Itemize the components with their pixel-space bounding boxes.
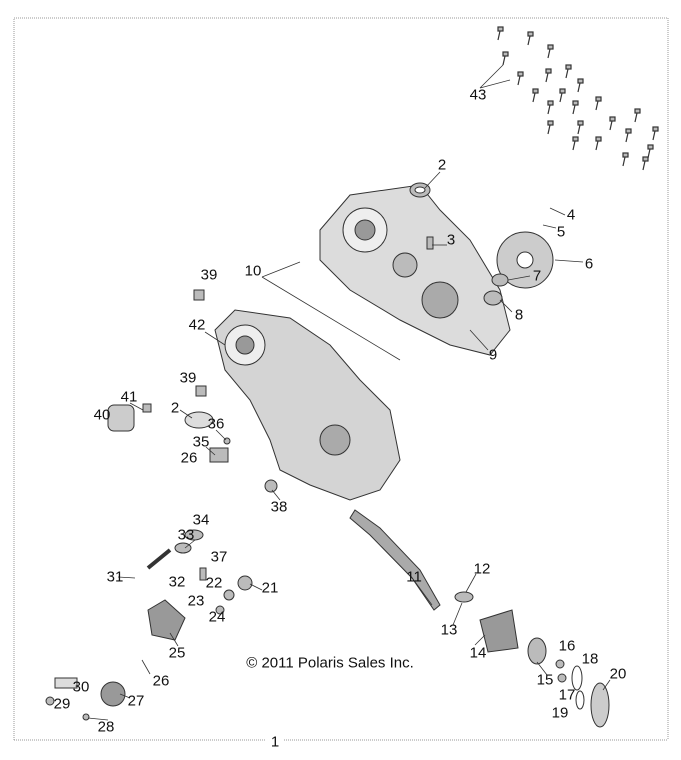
bolt-icon: [647, 144, 654, 159]
callout-14: 14: [469, 644, 487, 662]
parts: [45, 182, 610, 728]
callout-1: 1: [270, 733, 280, 751]
callout-23: 23: [187, 592, 205, 610]
callout-9: 9: [488, 346, 498, 364]
callout-2: 2: [437, 156, 447, 174]
callout-27: 27: [127, 692, 145, 710]
callout-35: 35: [192, 433, 210, 451]
left-crankcase: [214, 309, 401, 501]
bolt-icon: [532, 88, 539, 103]
callout-19: 19: [551, 704, 569, 722]
bolt-icon: [502, 51, 509, 66]
bolt-icon: [559, 88, 566, 103]
bolt-icon: [527, 31, 534, 46]
callout-39: 39: [200, 266, 218, 284]
callout-24: 24: [208, 608, 226, 626]
bolt-icon: [634, 108, 641, 123]
callout-13: 13: [440, 621, 458, 639]
callout-43: 43: [469, 86, 487, 104]
assembly-frame: [13, 17, 669, 741]
callout-8: 8: [514, 306, 524, 324]
callout-10: 10: [244, 262, 262, 280]
callout-41: 41: [120, 388, 138, 406]
bolt-icon: [609, 116, 616, 131]
bolt-icon: [595, 136, 602, 151]
callout-36: 36: [207, 415, 225, 433]
leader-lines: [87, 64, 611, 721]
callout-30: 30: [72, 678, 90, 696]
callout-26: 26: [180, 449, 198, 467]
callout-21: 21: [261, 579, 279, 597]
callout-29: 29: [53, 695, 71, 713]
callout-33: 33: [177, 526, 195, 544]
callout-11: 11: [406, 568, 422, 586]
callout-28: 28: [97, 718, 115, 736]
callout-2b: 2: [170, 399, 180, 417]
callout-12: 12: [473, 560, 491, 578]
callout-31: 31: [106, 568, 124, 586]
callout-42: 42: [188, 316, 206, 334]
bolt-icon: [652, 126, 659, 141]
callout-15: 15: [536, 671, 554, 689]
callout-34: 34: [192, 511, 210, 529]
callout-38: 38: [270, 498, 288, 516]
bolt-set: [497, 26, 659, 171]
bolt-icon: [572, 136, 579, 151]
callout-40: 40: [93, 406, 111, 424]
callout-22: 22: [205, 574, 223, 592]
bolt-icon: [625, 128, 632, 143]
callout-16: 16: [558, 637, 576, 655]
callout-6: 6: [584, 255, 594, 273]
callout-32: 32: [168, 573, 186, 591]
callout-17: 17: [558, 686, 576, 704]
bolt-icon: [547, 100, 554, 115]
bolt-icon: [595, 96, 602, 111]
bolt-icon: [577, 120, 584, 135]
bolt-icon: [547, 44, 554, 59]
copyright-text: © 2011 Polaris Sales Inc.: [246, 654, 414, 672]
callout-18: 18: [581, 650, 599, 668]
bolt-icon: [547, 120, 554, 135]
callout-20: 20: [609, 665, 627, 683]
bolt-icon: [572, 100, 579, 115]
callout-39b: 39: [179, 369, 197, 387]
callout-25: 25: [168, 644, 186, 662]
callout-3: 3: [446, 231, 456, 249]
bolt-icon: [565, 64, 572, 79]
callout-7: 7: [532, 267, 542, 285]
bolt-icon: [577, 78, 584, 93]
bolt-icon: [622, 152, 629, 167]
callout-4: 4: [566, 206, 576, 224]
callout-5: 5: [556, 223, 566, 241]
bolt-icon: [517, 71, 524, 86]
callout-37: 37: [210, 548, 228, 566]
bolt-icon: [497, 26, 504, 41]
right-crankcase: [319, 184, 511, 356]
bolt-icon: [642, 156, 649, 171]
bolt-icon: [545, 68, 552, 83]
callout-26b: 26: [152, 672, 170, 690]
